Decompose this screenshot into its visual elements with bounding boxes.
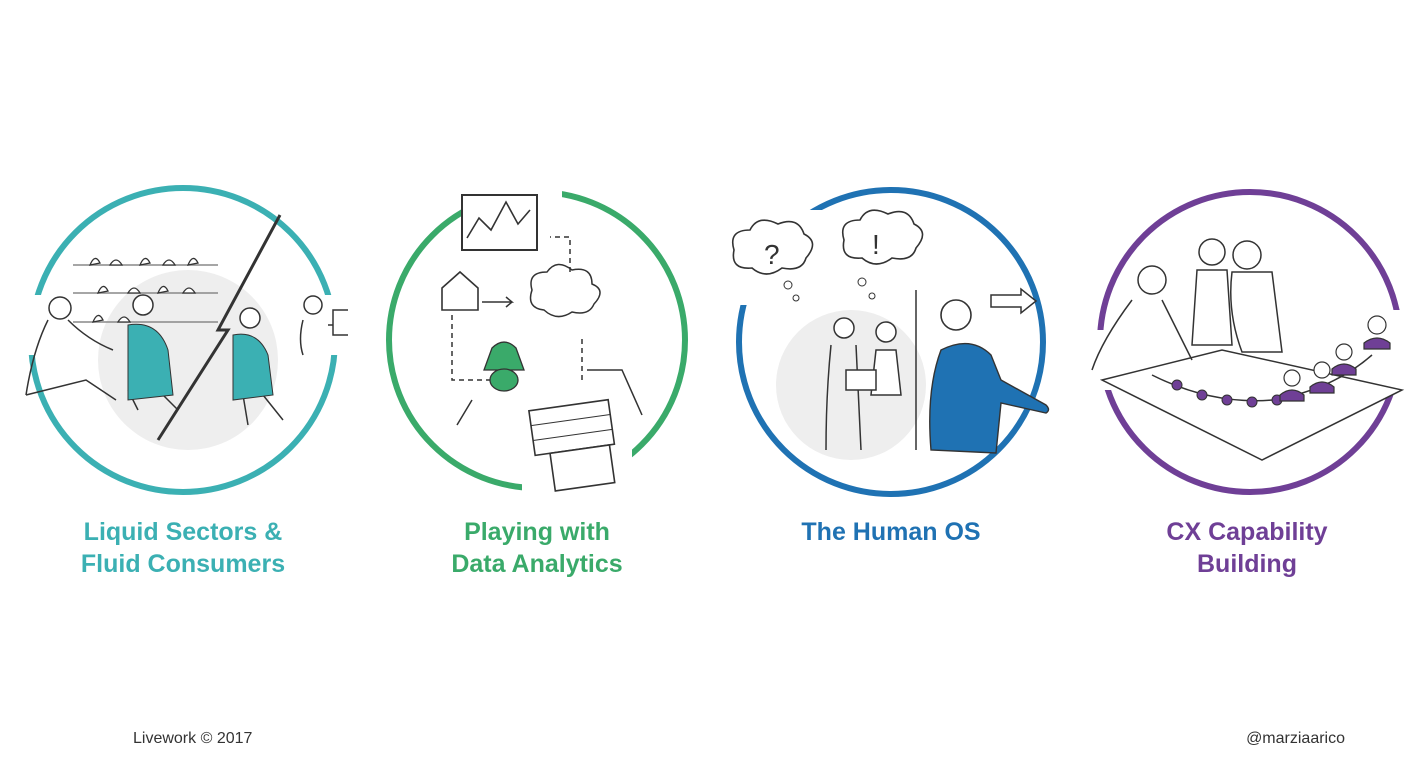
svg-text:!: ! [872, 229, 880, 260]
caption-line-1: The Human OS [801, 518, 981, 546]
panel-human-os: ? ! The Human OS [726, 180, 1056, 600]
svg-text:?: ? [764, 239, 780, 270]
panel-cx-capability: CX Capability Building [1082, 180, 1412, 600]
shoe-store-illustration [18, 185, 348, 495]
footer-copyright: Livework © 2017 [133, 730, 253, 747]
caption-line-2: Building [1197, 550, 1297, 578]
caption-line-1: Liquid Sectors & [83, 518, 283, 546]
caption-line-2: Data Analytics [451, 550, 623, 578]
footer-handle: @marziaarico [1246, 730, 1345, 747]
panel-caption: Playing with Data Analytics [372, 516, 702, 580]
panel-liquid-sectors: Liquid Sectors & Fluid Consumers [18, 180, 348, 600]
caption-line-1: Playing with [464, 518, 610, 546]
human-os-illustration: ? ! [726, 187, 1050, 497]
data-analytics-illustration [386, 180, 688, 510]
caption-line-1: CX Capability [1166, 518, 1328, 546]
panel-caption: Liquid Sectors & Fluid Consumers [18, 516, 348, 580]
team-workshop-illustration [1082, 189, 1412, 495]
panel-caption: CX Capability Building [1082, 516, 1412, 580]
panel-caption: The Human OS [726, 516, 1056, 548]
panel-data-analytics: Playing with Data Analytics [372, 180, 702, 600]
caption-line-2: Fluid Consumers [80, 550, 286, 578]
